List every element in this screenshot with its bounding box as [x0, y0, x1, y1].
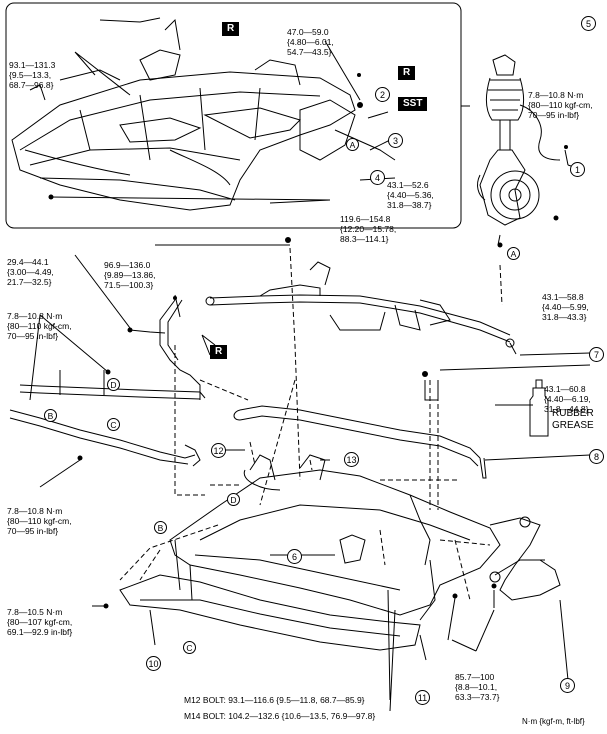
marker-d-pipe: D [107, 378, 120, 391]
marker-d-crossmember: D [227, 493, 240, 506]
torque-label-crossmember-front: 7.8—10.5 N·m{80—107 kgf-cm,69.1—92.9 in-… [7, 607, 73, 637]
replace-badge-main: R [210, 345, 228, 359]
callout-1: 1 [570, 162, 585, 177]
callout-12: 12 [211, 443, 226, 458]
m12-bolt-spec: M12 BOLT: 93.1—116.6 {9.5—11.8, 68.7—85.… [184, 695, 365, 705]
marker-a-inset: A [346, 138, 359, 151]
grease-bottle [495, 379, 549, 437]
marker-c-beam: C [183, 641, 196, 654]
callout-11: 11 [415, 690, 430, 705]
crossmember [169, 454, 501, 621]
inset-frame [5, 2, 462, 229]
stabilizer-bar [233, 380, 487, 479]
torque-label-hub: 43.1—58.8{4.40—5.99,31.8—43.3} [542, 292, 589, 322]
callout-6: 6 [287, 549, 302, 564]
torque-label-inset-top-left: 93.1—131.3{9.5—13.3,68.7—96.8} [9, 60, 56, 90]
callout-2: 2 [375, 87, 390, 102]
torque-label-pipe-lower: 7.8—10.8 N·m{80—110 kgf-cm,70—95 in-lbf} [7, 506, 72, 536]
torque-label-inset-top-right: 47.0—59.0{4.80—6.01,54.7—43.5} [287, 27, 334, 57]
front-beam [119, 574, 421, 651]
callout-3: 3 [388, 133, 403, 148]
marker-c-pipe: C [107, 418, 120, 431]
callout-7: 7 [589, 347, 604, 362]
inset-subframe [11, 17, 396, 211]
knuckle-assembly [477, 54, 561, 246]
callout-8: 8 [589, 449, 604, 464]
steering-rack [205, 261, 517, 355]
marker-b-pipe: B [44, 409, 57, 422]
torque-label-stabilizer-link: 43.1—60.8{4.40—6.19,31.8—44.8} [544, 384, 591, 414]
callout-10: 10 [146, 656, 161, 671]
torque-label-control-arm: 85.7—100{8.8—10.1,63.3—73.7} [455, 672, 500, 702]
replace-badge-inset-top: R [222, 22, 240, 36]
marker-a-knuckle: A [507, 247, 520, 260]
torque-label-tie-rod: 29.4—44.1{3.00—4.49,21.7—32.5} [7, 257, 54, 287]
torque-label-sensor: 7.8—10.8 N·m{80—110 kgf-cm,70—95 in-lbf} [528, 90, 593, 120]
callout-4: 4 [370, 170, 385, 185]
marker-b-crossmember: B [154, 521, 167, 534]
m14-bolt-spec: M14 BOLT: 104.2—132.6 {10.6—13.5, 76.9—9… [184, 711, 376, 721]
replace-badge-inset-right: R [398, 66, 416, 80]
torque-label-inset-mid-right: 43.1—52.6{4.40—5.36,31.8—38.7} [387, 180, 434, 210]
control-arm [489, 516, 561, 601]
torque-label-rack-bolt: 96.9—136.0{9.89—13.86,71.5—100.3} [104, 260, 156, 290]
units-note: N·m {kgf-m, ft-lbf} [522, 717, 585, 726]
callout-9: 9 [560, 678, 575, 693]
torque-label-pipe-clamp: 7.8—10.8 N·m{80—110 kgf-cm,70—95 in-lbf} [7, 311, 72, 341]
torque-label-inset-bottom-right: 119.6—154.8{12.20—15.78,88.3—114.1} [340, 214, 397, 244]
callout-5: 5 [581, 16, 596, 31]
callout-13: 13 [344, 452, 359, 467]
sst-badge: SST [398, 97, 428, 111]
